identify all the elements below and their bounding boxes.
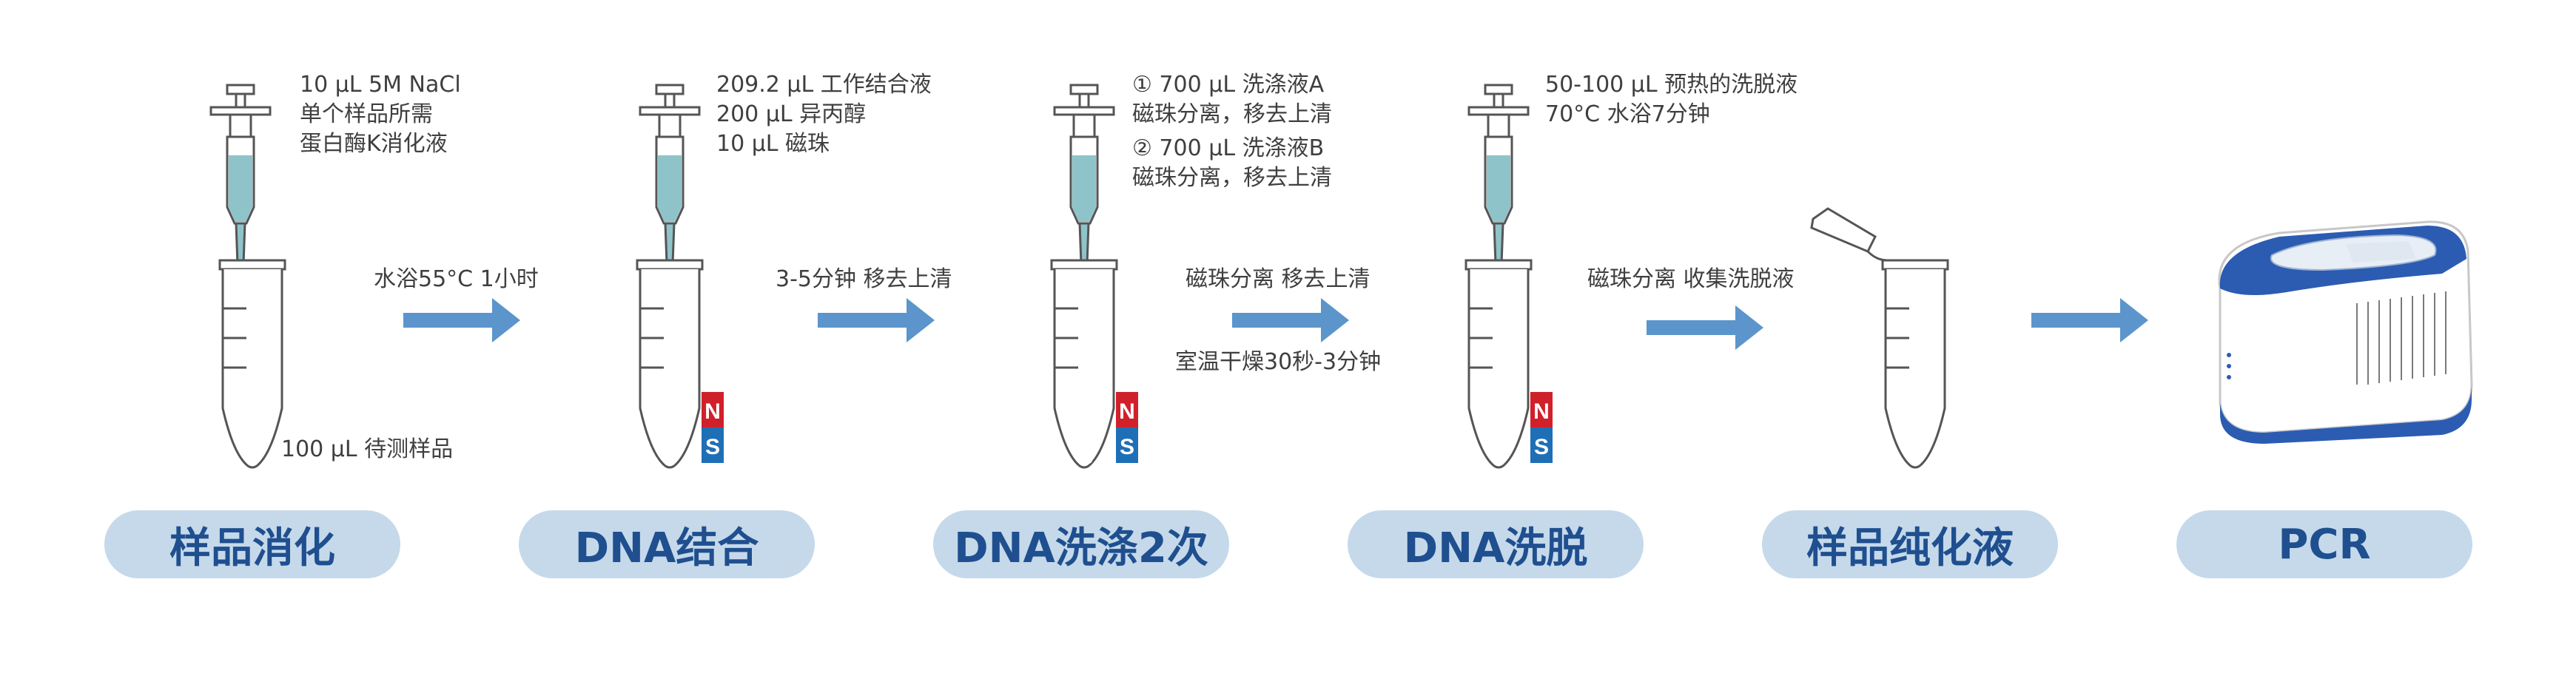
arrow3-subtext: 室温干燥30秒-3分钟: [1175, 349, 1382, 375]
arrow-icon-1: [403, 298, 520, 342]
reagent-line: 70°C 水浴7分钟: [1545, 101, 1710, 127]
arrow2-text: 3-5分钟 移去上清: [776, 266, 952, 292]
step1-bottom-note: 100 µL 待测样品: [281, 436, 454, 462]
magnet-n-label: N: [704, 399, 721, 424]
reagent-line: 磁珠分离，移去上清: [1132, 101, 1332, 127]
step-label-digestion: 样品消化: [104, 510, 400, 578]
step1-reagents: 10 µL 5M NaCl 单个样品所需 蛋白酶K消化液: [300, 70, 461, 159]
tube-icon-2: [636, 259, 704, 469]
magnet-s-label: S: [1534, 435, 1549, 459]
arrow4-text: 磁珠分离 收集洗脱液: [1587, 266, 1795, 292]
pipette-icon-4: [1467, 84, 1530, 266]
tube-icon-4: [1464, 259, 1533, 469]
reagent-line: 10 µL 磁珠: [716, 131, 830, 157]
magnet-icon-4: N S: [1530, 392, 1553, 463]
arrow-icon-3: [1232, 298, 1349, 342]
magnet-icon-2: N S: [702, 392, 724, 463]
magnet-n-label: N: [1119, 399, 1135, 424]
tube-icon-5: [1881, 259, 1949, 469]
reagent-line: 单个样品所需: [300, 101, 433, 127]
reagent-line: 200 µL 异丙醇: [716, 101, 867, 127]
magnet-n-label: N: [1533, 399, 1550, 424]
arrow1-text: 水浴55°C 1小时: [374, 266, 539, 292]
reagent-line: ② 700 µL 洗涤液B: [1132, 135, 1325, 161]
arrow-icon-2: [818, 298, 935, 342]
step-label-elution: DNA洗脱: [1348, 510, 1644, 578]
tube-lid-icon: [1810, 207, 1888, 262]
reagent-line: 磁珠分离，移去上清: [1132, 165, 1332, 191]
pipette-icon-3: [1053, 84, 1115, 266]
step-label-purified: 样品纯化液: [1762, 510, 2058, 578]
step3-reagents: ① 700 µL 洗涤液A 磁珠分离，移去上清 ② 700 µL 洗涤液B 磁珠…: [1132, 70, 1332, 193]
reagent-line: 10 µL 5M NaCl: [300, 72, 461, 98]
reagent-line: 209.2 µL 工作结合液: [716, 72, 932, 98]
step2-reagents: 209.2 µL 工作结合液 200 µL 异丙醇 10 µL 磁珠: [716, 70, 932, 159]
reagent-line: ① 700 µL 洗涤液A: [1132, 72, 1325, 98]
reagent-line: 50-100 µL 预热的洗脱液: [1545, 72, 1798, 98]
pipette-icon-2: [639, 84, 701, 266]
step-label-pcr: PCR: [2176, 510, 2472, 578]
magnet-s-label: S: [705, 435, 720, 459]
pipette-icon-1: [209, 84, 272, 266]
pcr-machine-icon: [2218, 220, 2473, 444]
arrow-icon-4: [1647, 305, 1763, 350]
arrow-icon-5: [2031, 298, 2148, 342]
arrow3-text: 磁珠分离 移去上清: [1186, 266, 1371, 292]
magnet-icon-3: N S: [1116, 392, 1138, 463]
step4-reagents: 50-100 µL 预热的洗脱液 70°C 水浴7分钟: [1545, 70, 1798, 129]
tube-icon-1: [218, 259, 286, 469]
tube-icon-3: [1050, 259, 1118, 469]
step-label-binding: DNA结合: [519, 510, 815, 578]
magnet-s-label: S: [1120, 435, 1134, 459]
reagent-line: 蛋白酶K消化液: [300, 131, 448, 157]
step-label-wash: DNA洗涤2次: [933, 510, 1229, 578]
